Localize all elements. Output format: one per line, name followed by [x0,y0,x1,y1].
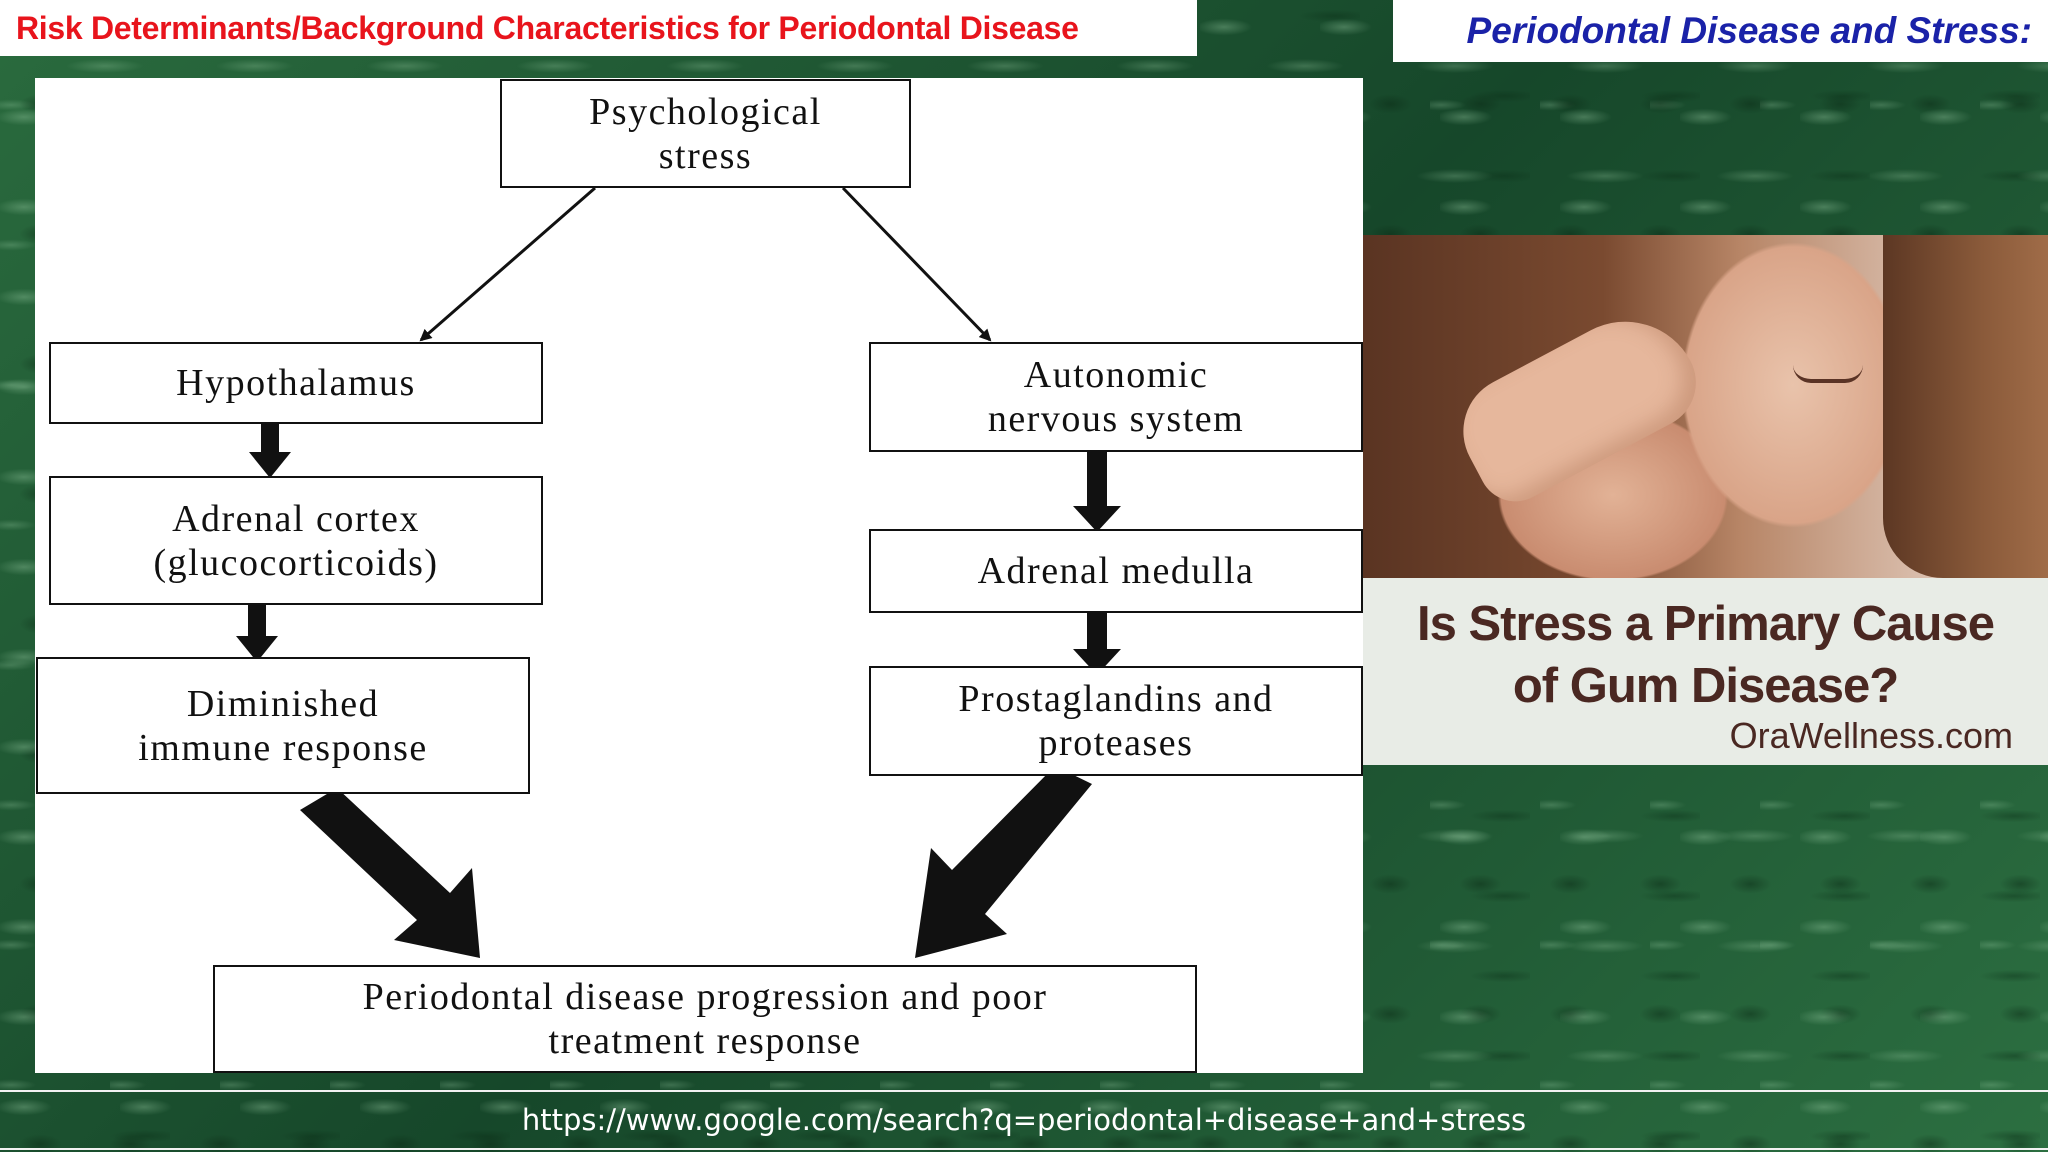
node-hypothalamus: Hypothalamus [49,342,543,424]
node-autonomic-nervous-system: Autonomic nervous system [869,342,1363,452]
image-caption: Is Stress a Primary Cause of Gum Disease… [1417,597,1995,713]
slide-title: Risk Determinants/Background Characteris… [16,9,1079,46]
arrow-stress-to-autonomic [841,186,992,342]
slide-subtitle: Periodontal Disease and Stress: [1466,10,2032,51]
photo-closed-eye [1793,365,1863,383]
diagram-arrows [236,186,1121,958]
stressed-woman-photo [1363,235,2048,578]
stress-flow-diagram: Psychological stress Hypothalamus Adrena… [35,78,1363,1073]
node-adrenal-cortex: Adrenal cortex (glucocorticoids) [49,476,543,605]
node-adrenal-medulla: Adrenal medulla [869,529,1363,613]
stress-article-image: Is Stress a Primary Cause of Gum Disease… [1363,235,2048,765]
source-url-link[interactable]: https://www.google.com/search?q=periodon… [521,1103,1527,1137]
node-diminished-immune-response: Diminished immune response [36,657,530,794]
arrow-adrenal-cortex-to-immune [236,604,278,662]
node-periodontal-outcome: Periodontal disease progression and poor… [213,965,1197,1073]
photo-hair [1883,235,2048,578]
arrow-medulla-to-prostaglandins [1073,613,1121,675]
photo-hand [1443,295,1713,515]
node-psychological-stress: Psychological stress [500,79,911,188]
slide-title-bar: Risk Determinants/Background Characteris… [0,0,1197,56]
arrow-immune-to-outcome [300,788,480,958]
arrow-stress-to-hypothalamus [419,186,596,342]
node-prostaglandins-proteases: Prostaglandins and proteases [869,666,1363,776]
arrow-autonomic-to-medulla [1073,450,1121,532]
arrow-prostaglandins-to-outcome [915,766,1092,958]
image-brand: OraWellness.com [1729,715,2013,756]
footer-source-bar: https://www.google.com/search?q=periodon… [0,1090,2048,1150]
arrow-hypothalamus-to-adrenal-cortex [249,422,291,478]
slide-subtitle-bar: Periodontal Disease and Stress: [1393,0,2048,62]
